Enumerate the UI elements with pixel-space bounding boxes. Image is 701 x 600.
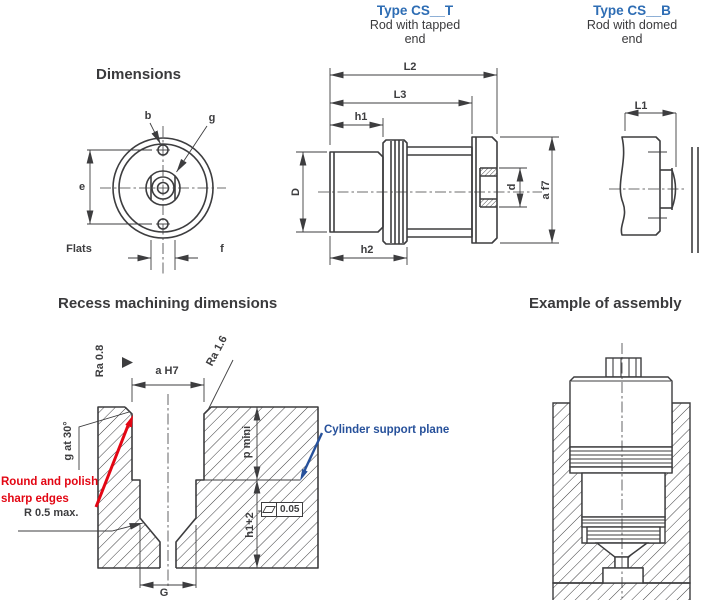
note-cylinder-support-plane: Cylinder support plane: [324, 424, 450, 436]
support-plane-arrow: [300, 432, 324, 481]
front-view-centerlines: [100, 126, 226, 274]
type-csb-header: Type CS__B Rod with domed end: [562, 3, 701, 46]
dim-label-h2: h2: [360, 244, 374, 256]
side-view-dimensions: [296, 68, 559, 265]
csb-ticks: [648, 151, 667, 219]
recess-drawing: [18, 357, 324, 589]
dim-label-chamfer: g at 30°: [62, 421, 74, 461]
dim-label-f: f: [220, 243, 224, 255]
csb-dimensions: [624, 109, 677, 167]
dim-label-g: g: [208, 112, 216, 124]
flatness-value: 0.05: [280, 504, 300, 515]
section-title-dimensions: Dimensions: [96, 66, 182, 83]
assembly-drawing: [552, 343, 691, 600]
dim-label-e: e: [78, 181, 86, 193]
round-edges-arrow: [94, 415, 133, 508]
flatness-symbol: [262, 503, 277, 516]
dim-label-l1: L1: [634, 100, 648, 112]
dim-label-g-recess: G: [159, 587, 169, 599]
label-flats: Flats: [66, 243, 92, 255]
type-cst-header: Type CS__T Rod with tapped end: [337, 3, 493, 46]
type-csb-title: Type CS__B: [593, 3, 671, 18]
dim-label-l2: L2: [403, 61, 417, 73]
dim-label-p-mini: p mini: [241, 425, 253, 459]
dim-label-b: b: [144, 110, 152, 122]
dim-label-l3: L3: [393, 89, 407, 101]
front-view-dimensions: [86, 122, 208, 270]
recess-outline: [97, 406, 319, 569]
side-view-cst-drawing: [296, 68, 559, 265]
dim-label-r-max: R 0.5 max.: [24, 507, 79, 519]
type-cst-subtitle-1: Rod with tapped: [369, 18, 461, 32]
dim-label-small-d: d: [506, 183, 518, 191]
side-view-outline: [329, 136, 498, 245]
section-title-recess: Recess machining dimensions: [58, 295, 278, 312]
dim-label-h1-plus-2: h1+2: [244, 512, 256, 538]
type-cst-title: Type CS__T: [376, 3, 454, 18]
type-csb-subtitle-2: end: [621, 32, 643, 46]
flatness-tolerance-frame: 0.05: [261, 502, 304, 517]
surface-finish-label-ra08: Ra 0.8: [94, 344, 106, 378]
note-round-polish-line1: Round and polish: [1, 476, 99, 488]
front-view-drawing: [86, 122, 226, 274]
surface-finish-icon: [122, 357, 133, 368]
recess-block-hatch: [98, 407, 318, 568]
tapped-hole-hatch: [480, 168, 497, 176]
csb-view-drawing: [609, 109, 699, 253]
dim-label-h1: h1: [354, 111, 368, 123]
type-cst-subtitle-2: end: [404, 32, 426, 46]
note-round-polish-line2: sharp edges: [1, 493, 69, 505]
dim-label-a-f7: a f7: [540, 180, 552, 200]
type-csb-subtitle-1: Rod with domed: [586, 18, 678, 32]
csb-outline: [619, 136, 699, 253]
dim-label-a-h7: a H7: [155, 365, 179, 377]
recess-dimensions: [18, 359, 300, 589]
dim-label-big-d: D: [290, 188, 302, 196]
section-title-assembly: Example of assembly: [529, 295, 682, 312]
assembly-cylinder-details: [570, 358, 672, 540]
